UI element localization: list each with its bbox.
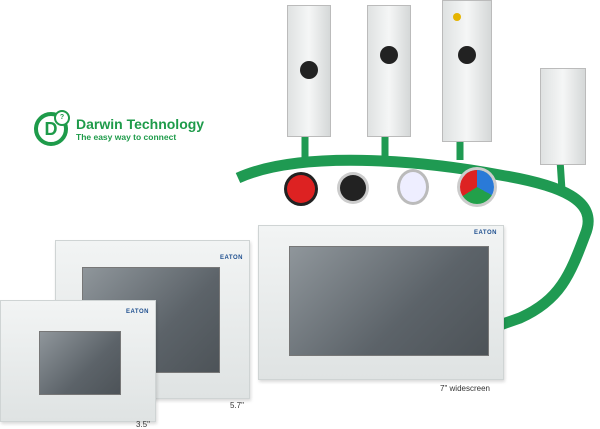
red-pushbutton	[287, 175, 315, 203]
brand-name: Darwin Technology	[76, 116, 205, 132]
motor-starter-2	[367, 5, 411, 137]
eaton-logo: EATON	[220, 255, 243, 261]
panel-screen	[39, 331, 121, 395]
motor-starter-1	[287, 5, 331, 137]
io-module	[540, 68, 586, 165]
darwin-logo-mark: D?	[34, 110, 70, 146]
hmi-panel-3-5in: EATON	[0, 300, 156, 422]
panel-size-label: 5.7"	[230, 401, 244, 410]
hmi-panel-7in: EATON	[258, 225, 504, 380]
brand-tagline: The easy way to connect	[76, 132, 177, 142]
panel-screen	[289, 246, 489, 356]
panel-size-label: 7" widescreen	[440, 384, 490, 393]
darwin-logo: D? Darwin Technology The easy way to con…	[34, 110, 205, 146]
tri-button	[460, 170, 494, 204]
motor-starter-3	[442, 0, 492, 142]
selector-switch	[340, 175, 366, 201]
panel-size-label: 3.5"	[136, 420, 150, 429]
eaton-logo: EATON	[474, 230, 497, 236]
eaton-logo: EATON	[126, 309, 149, 315]
indicator-light	[400, 172, 426, 202]
